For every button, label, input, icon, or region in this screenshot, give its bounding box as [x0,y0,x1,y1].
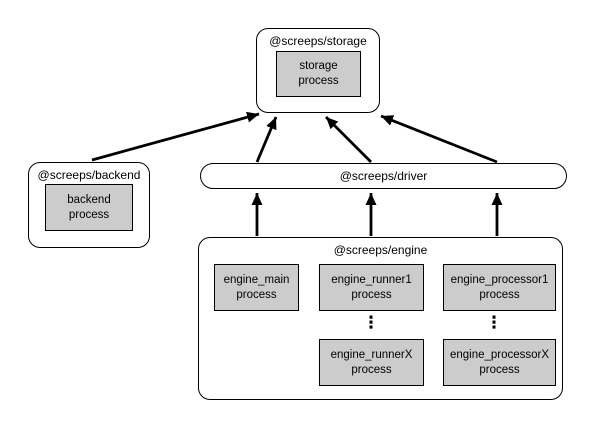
edge-backend-to-storage [91,111,260,162]
node-backend-label: @screeps/backend [37,168,141,182]
edge-driver-to-storage-right [380,114,498,164]
node-storage: @screeps/storage storage process [256,28,380,113]
backend-process-box: backend process [45,184,133,231]
engine-processor1-process-label: engine_processor1 process [450,273,549,301]
node-driver-label: @screeps/driver [339,169,428,183]
node-engine: @screeps/engine engine_main process engi… [198,237,563,400]
node-backend: @screeps/backend backend process [28,162,150,248]
processor-ellipsis: ⋮ [485,313,503,333]
engine-runnerX-process-box: engine_runnerX process [319,339,424,386]
engine-runner1-process-box: engine_runner1 process [319,264,424,311]
backend-process-label: backend process [67,193,111,221]
engine-main-process-box: engine_main process [214,264,299,311]
engine-main-process-label: engine_main process [223,273,290,301]
node-driver: @screeps/driver [200,163,567,189]
engine-processorX-process-box: engine_processorX process [443,339,556,386]
storage-process-label: storage process [298,60,339,87]
engine-runner1-process-label: engine_runner1 process [331,273,412,301]
storage-process-box: storage process [276,51,361,97]
engine-runnerX-process-label: engine_runnerX process [330,348,413,376]
engine-processorX-process-label: engine_processorX process [449,348,550,376]
node-engine-label: @screeps/engine [333,243,428,257]
runner-ellipsis: ⋮ [362,313,380,333]
node-storage-label: @screeps/storage [269,34,367,48]
edge-driver-to-storage-left [255,116,278,163]
edge-driver-to-storage-middle [325,116,372,163]
engine-processor1-process-box: engine_processor1 process [443,264,556,311]
